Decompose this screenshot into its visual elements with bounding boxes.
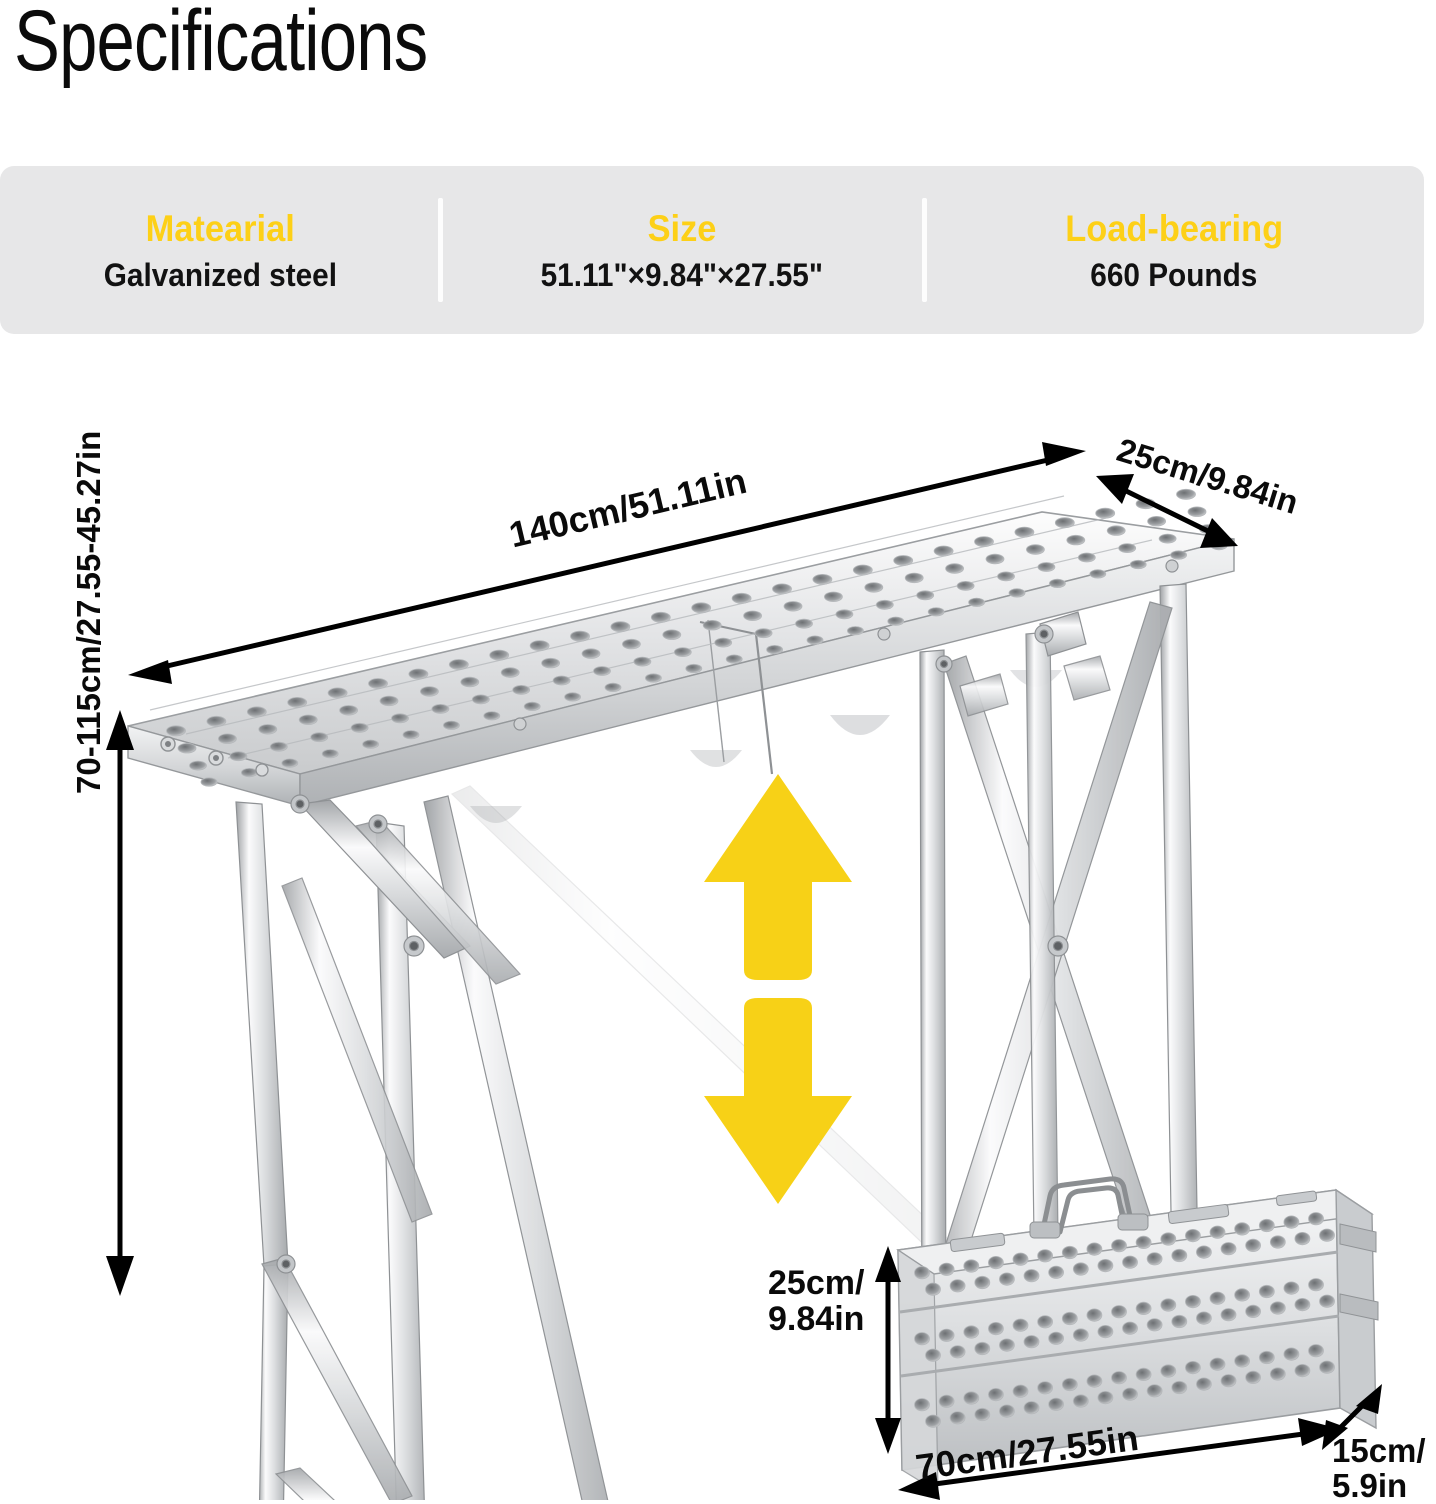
folded-table-graphic [896,1176,1379,1494]
spec-value-load-bearing: 660 Pounds [1090,256,1258,293]
folded-depth-line-2: 5.9in [1332,1466,1408,1504]
folded-height-dimension-label: 25cm/ 9.84in [768,1264,865,1338]
folded-depth-line-1: 15cm/ [1332,1432,1426,1469]
depth-dimension-arrow [1096,474,1238,548]
deck-perforations [166,488,1228,787]
height-dimension-label: 70-115cm/27.55-45.27in [70,430,107,794]
spec-value-size: 51.11"×9.84"×27.55" [540,256,824,293]
dimension-arrows-open [106,442,1238,1296]
spec-column-material: Matearial Galvanized steel [0,210,440,291]
open-table-graphic [106,442,1382,1500]
spec-header-size: Size [647,207,717,249]
spec-column-size: Size 51.11"×9.84"×27.55" [440,210,924,291]
height-adjust-arrows [704,774,852,1204]
folded-width-arrow [898,1418,1340,1500]
arrow-down-icon [704,998,852,1204]
folded-height-arrow [875,1246,901,1454]
spec-column-load-bearing: Load-bearing 660 Pounds [924,210,1424,291]
arrow-up-icon [704,774,852,980]
dimension-arrows-folded [875,1246,1382,1500]
spec-value-material: Galvanized steel [103,256,337,293]
illustration-canvas [106,442,1382,1500]
product-illustration: 140cm/51.11in 25cm/9.84in 70-115cm/27.55… [0,334,1436,1504]
column-divider [922,198,927,302]
folded-height-line-2: 9.84in [768,1299,865,1338]
folded-height-line-1: 25cm/ [768,1264,865,1302]
spec-header-material: Matearial [145,207,295,249]
page-title: Specifications [14,0,428,89]
carry-handle [1039,1176,1135,1237]
height-dimension-arrow [106,710,134,1296]
folded-depth-dimension-label: 15cm/ 5.9in [1332,1432,1426,1504]
spec-header-load-bearing: Load-bearing [1065,207,1283,249]
folded-depth-arrow [1322,1384,1382,1450]
column-divider [438,198,443,302]
length-dimension-arrow [128,442,1086,684]
specifications-panel: Matearial Galvanized steel Size 51.11"×9… [0,166,1424,334]
